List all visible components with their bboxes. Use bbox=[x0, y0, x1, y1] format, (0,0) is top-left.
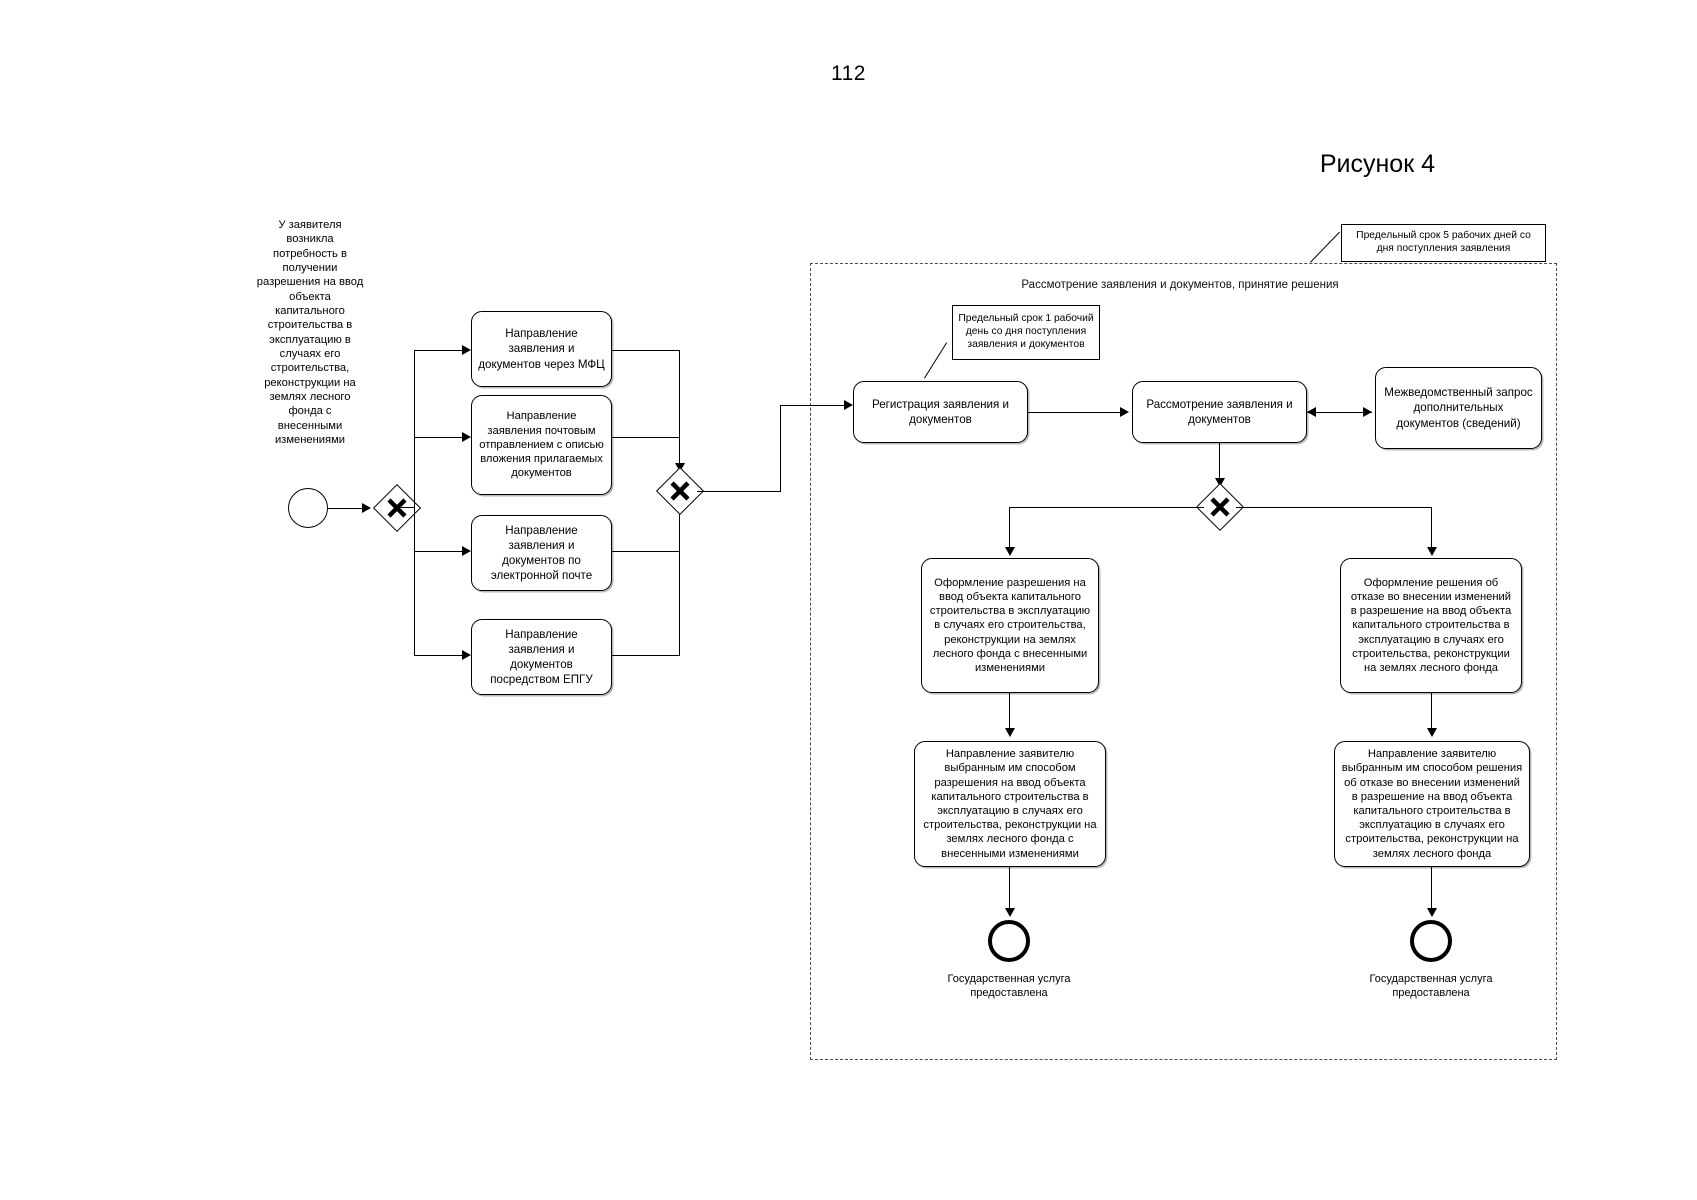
connector-negative-decision-to-delivery bbox=[1431, 693, 1433, 733]
arrowhead bbox=[1005, 728, 1015, 737]
connector-decision-left bbox=[1009, 507, 1204, 509]
task-deliver-refusal[interactable]: Направление заявителю выбранным им спосо… bbox=[1334, 741, 1530, 867]
connector-positive-decision-to-delivery bbox=[1009, 693, 1011, 733]
pool-annotation-leader bbox=[1310, 231, 1340, 263]
connector-split-branch-2 bbox=[414, 437, 464, 439]
task-registration[interactable]: Регистрация заявления и документов bbox=[853, 381, 1028, 443]
arrowhead bbox=[1427, 908, 1437, 917]
connector-registration-to-review bbox=[1028, 412, 1123, 414]
arrowhead bbox=[462, 546, 471, 556]
arrowhead bbox=[1427, 547, 1437, 556]
pool-deadline-annotation: Предельный срок 5 рабочих дней со дня по… bbox=[1341, 224, 1546, 262]
connector-branch-4-to-merge bbox=[612, 655, 680, 657]
task-submit-via-epgu[interactable]: Направление заявления и документов посре… bbox=[471, 619, 612, 695]
start-event-description: У заявителя возникла потребность в получ… bbox=[256, 219, 364, 446]
connector-split-branch-1 bbox=[414, 350, 464, 352]
connector-positive-delivery-to-end bbox=[1009, 867, 1011, 913]
decision-gateway bbox=[1195, 482, 1245, 532]
merge-gateway bbox=[655, 466, 705, 516]
arrowhead bbox=[1427, 728, 1437, 737]
split-spine bbox=[414, 350, 416, 655]
task-submit-by-post[interactable]: Направление заявления почтовым отправлен… bbox=[471, 395, 612, 495]
task-interagency-request[interactable]: Межведомственный запрос дополнительных д… bbox=[1375, 367, 1542, 449]
task-review[interactable]: Рассмотрение заявления и документов bbox=[1132, 381, 1307, 443]
arrowhead bbox=[1307, 407, 1316, 417]
connector-decision-right bbox=[1236, 507, 1432, 509]
arrowhead bbox=[362, 503, 371, 513]
split-gateway-out bbox=[397, 507, 415, 509]
connector-start-to-split bbox=[328, 508, 364, 510]
connector-split-branch-4 bbox=[414, 655, 464, 657]
connector-branch-3-to-merge bbox=[612, 551, 680, 553]
connector-decision-right-drop bbox=[1431, 507, 1433, 552]
connector-branch-1-to-merge bbox=[612, 350, 680, 352]
page-number: 112 bbox=[831, 62, 866, 85]
end-event-positive-label: Государственная услуга предоставлена bbox=[947, 973, 1071, 1000]
end-event-negative bbox=[1410, 920, 1452, 962]
registration-deadline-annotation: Предельный срок 1 рабочий день со дня по… bbox=[952, 305, 1100, 360]
arrowhead bbox=[1005, 908, 1015, 917]
arrowhead bbox=[1005, 547, 1015, 556]
arrowhead bbox=[462, 650, 471, 660]
process-pool bbox=[810, 263, 1557, 1060]
start-event-circle bbox=[288, 488, 328, 528]
task-issue-permit-decision[interactable]: Оформление разрешения на ввод объекта ка… bbox=[921, 558, 1099, 693]
connector-merge-out-h2 bbox=[780, 405, 846, 407]
connector-merge-out-v bbox=[780, 405, 782, 492]
task-submit-by-email[interactable]: Направление заявления и документов по эл… bbox=[471, 515, 612, 591]
connector-review-to-decision bbox=[1219, 443, 1221, 483]
task-refusal-decision[interactable]: Оформление решения об отказе во внесении… bbox=[1340, 558, 1522, 693]
connector-branch-2-to-merge bbox=[612, 437, 680, 439]
figure-title: Рисунок 4 bbox=[1319, 150, 1435, 178]
arrowhead bbox=[1363, 407, 1372, 417]
connector-merge-out-h1 bbox=[697, 491, 781, 493]
arrowhead bbox=[1120, 407, 1129, 417]
arrowhead bbox=[1215, 478, 1225, 487]
arrowhead bbox=[462, 345, 471, 355]
connector-split-branch-3 bbox=[414, 551, 464, 553]
task-deliver-permit[interactable]: Направление заявителю выбранным им спосо… bbox=[914, 741, 1106, 867]
arrowhead bbox=[462, 432, 471, 442]
arrowhead bbox=[844, 400, 853, 410]
connector-review-interagency bbox=[1307, 412, 1372, 414]
pool-label: Рассмотрение заявления и документов, при… bbox=[1021, 279, 1339, 291]
connector-negative-delivery-to-end bbox=[1431, 867, 1433, 913]
task-submit-via-mfc[interactable]: Направление заявления и документов через… bbox=[471, 311, 612, 387]
end-event-negative-label: Государственная услуга предоставлена bbox=[1369, 973, 1493, 1000]
end-event-positive bbox=[988, 920, 1030, 962]
connector-decision-left-drop bbox=[1009, 507, 1011, 552]
